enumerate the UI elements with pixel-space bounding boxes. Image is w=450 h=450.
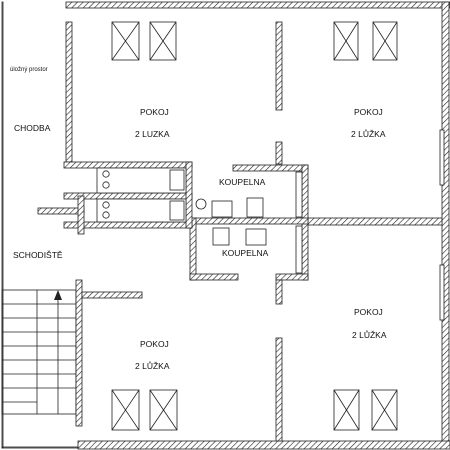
stair-treads xyxy=(2,303,76,403)
room-sw-top-wall xyxy=(81,291,143,299)
sink-lower-left xyxy=(212,227,230,246)
corridor-label: CHODBA xyxy=(14,123,51,133)
partition-east xyxy=(304,217,443,226)
counter-lower xyxy=(96,198,187,223)
partition-bath-mid xyxy=(189,217,309,225)
skylight-se-1 xyxy=(333,389,360,431)
wall-south-divider-upper xyxy=(275,279,283,305)
skylight-nw-2 xyxy=(149,21,177,61)
window-right-lower xyxy=(439,264,445,321)
bath-lower-label: KOUPELNA xyxy=(222,248,269,258)
kitchen-wall-right xyxy=(185,161,193,229)
wall-north-divider-lower xyxy=(275,141,283,165)
cooktop-burner xyxy=(102,211,110,219)
outer-wall-top xyxy=(65,1,450,9)
cooktop-burner xyxy=(102,201,110,209)
partition-bath-bottom xyxy=(189,273,239,281)
outer-wall-bottom xyxy=(77,440,450,450)
washbasin-round xyxy=(195,198,207,210)
skylight-nw-1 xyxy=(111,21,140,61)
stair-wall-top xyxy=(37,207,85,215)
window-right-upper xyxy=(439,129,445,186)
cooktop-burner xyxy=(102,181,110,189)
partition-bath-top xyxy=(232,164,309,172)
storage-label: úložný prostor xyxy=(10,67,48,73)
sink-upper xyxy=(211,200,233,218)
fridge-upper xyxy=(169,169,185,191)
room-ne-label: POKOJ xyxy=(354,107,383,117)
staircase xyxy=(1,289,77,415)
shower-column xyxy=(295,171,303,218)
skylight-ne-2 xyxy=(372,21,398,61)
skylight-ne-1 xyxy=(333,21,359,61)
cooktop-burner xyxy=(102,170,110,178)
wall-south-divider xyxy=(275,337,283,442)
room-sw-label: POKOJ xyxy=(140,339,169,349)
room-nw-beds: 2 LUZKA xyxy=(135,129,170,139)
skylight-sw-1 xyxy=(111,389,140,431)
shower-column xyxy=(295,225,303,274)
stair-arrow-head xyxy=(54,290,62,300)
room-se-beds: 2 LŮŽKA xyxy=(352,329,387,340)
room-sw-beds: 2 LŮŽKA xyxy=(135,360,170,371)
corridor-wall xyxy=(65,21,73,163)
outer-wall-bottom-left xyxy=(1,446,79,449)
stair-side-wall xyxy=(75,279,83,427)
room-nw-label: POKOJ xyxy=(140,107,169,117)
outer-wall-right xyxy=(441,1,450,449)
staircase-label: SCHODIŠTĚ xyxy=(13,250,63,260)
sink-lower-right xyxy=(245,228,267,246)
kitchen-wall-top xyxy=(63,161,193,169)
fridge-lower xyxy=(169,200,185,221)
partition-bath-bottom-right xyxy=(275,273,309,281)
wall-north-divider xyxy=(275,21,283,111)
room-ne-beds: 2 LŮŽKA xyxy=(351,128,386,139)
room-se-label: POKOJ xyxy=(354,307,383,317)
shower-upper xyxy=(246,197,264,218)
bath-upper-label: KOUPELNA xyxy=(219,177,266,187)
stair-wall-corner xyxy=(77,195,85,235)
skylight-se-2 xyxy=(371,389,398,431)
skylight-sw-2 xyxy=(149,389,178,431)
